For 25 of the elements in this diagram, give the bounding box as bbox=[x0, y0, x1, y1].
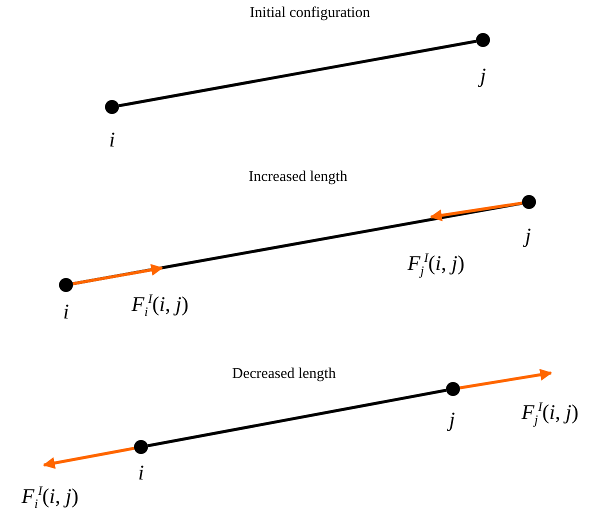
point-dot bbox=[476, 33, 490, 47]
panel-title: Increased length bbox=[248, 169, 348, 186]
point-dot bbox=[134, 440, 148, 454]
point-dot bbox=[522, 195, 536, 209]
panel-title: Initial configuration bbox=[250, 5, 370, 22]
connecting-line bbox=[118, 40, 476, 108]
point-label: j bbox=[449, 410, 455, 430]
edge-label: F$_{j}$$^{I}$(i, j) bbox=[408, 250, 464, 278]
edge-label: F$_{i}$$^{I}$(i, j) bbox=[22, 484, 78, 510]
edge-label: F$_{i}$$^{I}$(i, j) bbox=[132, 292, 188, 318]
point-label: i bbox=[109, 130, 115, 150]
point-dot bbox=[446, 382, 460, 396]
point-label: i bbox=[138, 462, 144, 484]
force-arrow bbox=[460, 368, 552, 390]
connecting-line bbox=[148, 388, 446, 448]
panel-title: Decreased length bbox=[232, 366, 336, 383]
point-label: i bbox=[63, 302, 69, 322]
force-arrow bbox=[72, 264, 164, 286]
edge-label: F$_{j}$$^{I}$(i, j) bbox=[522, 400, 578, 426]
point-label: j bbox=[480, 66, 486, 86]
point-dot bbox=[105, 100, 119, 114]
force-arrow bbox=[430, 202, 522, 222]
point-dot bbox=[59, 278, 73, 292]
force-arrow bbox=[42, 446, 134, 469]
point-label: j bbox=[525, 226, 531, 246]
